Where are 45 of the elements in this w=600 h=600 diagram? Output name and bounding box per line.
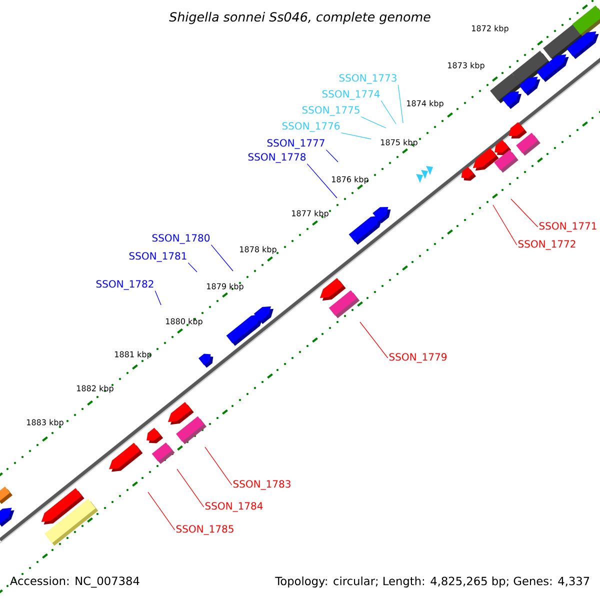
leader-line: [360, 322, 388, 358]
gene-label: SSON_1775: [302, 106, 360, 116]
gene-label: SSON_1782: [96, 280, 154, 290]
gene-label: SSON_1774: [322, 90, 380, 100]
tick-label: 1882 kbp: [77, 385, 114, 393]
leader-line: [510, 198, 538, 228]
tick-label: 1877 kbp: [292, 210, 328, 218]
gene-label: SSON_1779: [389, 353, 447, 363]
tick-label: 1879 kbp: [207, 283, 244, 291]
tick-label: 1876 kbp: [332, 176, 368, 184]
leader-line: [148, 492, 176, 530]
gene-label: SSON_1772: [518, 240, 576, 250]
tick-label: 1883 kbp: [27, 419, 64, 427]
gene-label: SSON_1776: [282, 122, 340, 132]
leader-line: [188, 262, 198, 272]
tick-label: 1878 kbp: [240, 246, 276, 254]
leader-line: [492, 204, 518, 246]
gene-label: SSON_1781: [129, 252, 186, 262]
gene-label: SSON_1773: [339, 74, 396, 84]
leader-line: [398, 84, 404, 124]
leader-line: [176, 468, 204, 508]
gene-label: SSON_1777: [267, 139, 324, 149]
leader-line: [154, 290, 162, 306]
tick-label: 1880 kbp: [166, 318, 202, 326]
footer-text: Accession: NC_007384: [10, 576, 140, 588]
leader-line: [380, 100, 396, 124]
tick-label: 1875 kbp: [381, 139, 418, 147]
leader-line: [306, 164, 338, 198]
leader-line: [360, 116, 386, 128]
tick-label: 1881 kbp: [115, 351, 152, 359]
leader-line: [340, 132, 372, 140]
gene-label: SSON_1783: [233, 480, 290, 490]
tick-label: 1874 kbp: [407, 100, 444, 108]
gene-label: SSON_1785: [176, 525, 234, 535]
tick-label: 1872 kbp: [472, 25, 508, 33]
gene-label: SSON_1784: [205, 502, 263, 512]
gene-label: SSON_1771: [539, 222, 596, 232]
gene-label: SSON_1780: [152, 234, 210, 244]
gene-label: SSON_1778: [248, 153, 306, 163]
leader-line: [210, 244, 234, 272]
footer-text: Topology: circular; Length: 4,825,265 bp; Genes: 4,337: [275, 576, 590, 588]
tick-label: 1873 kbp: [448, 62, 484, 70]
leader-line: [326, 150, 338, 162]
leader-line: [204, 446, 232, 486]
title: Shigella sonnei Ss046, complete genome: [169, 12, 430, 24]
